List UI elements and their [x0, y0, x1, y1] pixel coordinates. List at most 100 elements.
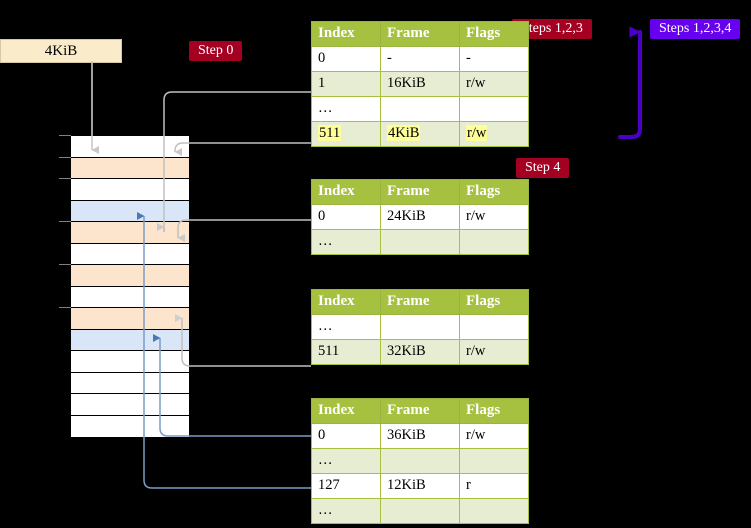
memory-row-tick — [59, 156, 71, 158]
highlighted-value: r/w — [466, 125, 488, 141]
memory-row — [71, 372, 189, 394]
column-header-index: Index — [311, 289, 381, 315]
column-header-flags: Flags — [459, 21, 529, 47]
column-header-flags: Flags — [459, 398, 529, 424]
memory-row — [71, 415, 189, 437]
table-row: … — [311, 448, 529, 474]
memory-row-tick — [59, 264, 71, 265]
cell-flags: r/w — [459, 121, 529, 147]
cell-index: … — [311, 314, 381, 340]
cell-frame — [380, 96, 460, 122]
bracket-steps-1-2-3-4 — [618, 26, 642, 139]
connector-pdpt-row0 — [177, 219, 311, 242]
column-header-frame: Frame — [380, 398, 460, 424]
table-row: … — [311, 314, 529, 340]
column-header-frame: Frame — [380, 289, 460, 315]
badge-steps-1-2-3-4: Steps 1,2,3,4 — [650, 19, 741, 39]
table-row: … — [311, 229, 529, 255]
cell-index: 127 — [311, 473, 381, 499]
badge-step-0-label: Step 0 — [198, 43, 234, 58]
memory-row-tick — [59, 307, 71, 308]
memory-row-tick — [59, 135, 71, 136]
cell-index: 0 — [311, 204, 381, 230]
cell-index: 1 — [311, 71, 381, 97]
memory-row — [59, 221, 189, 244]
cell-frame — [380, 229, 460, 255]
table-row: … — [311, 96, 529, 122]
kib-box-label: 4KiB — [44, 42, 78, 59]
table-row: 511 4KiB r/w — [311, 121, 529, 147]
badge-step-4-label: Step 4 — [525, 160, 561, 175]
cell-index: 511 — [311, 121, 381, 147]
connector-pd-row511 — [175, 314, 311, 367]
cell-index: … — [311, 448, 381, 474]
cell-frame: 24KiB — [380, 204, 460, 230]
memory-row — [59, 307, 189, 330]
highlighted-value: 4KiB — [387, 125, 421, 141]
memory-row — [71, 351, 189, 373]
badge-step-0: Step 0 — [189, 41, 243, 61]
table-row: … — [311, 498, 529, 524]
cell-frame: 32KiB — [380, 339, 460, 365]
cell-flags: r/w — [459, 423, 529, 449]
column-header-index: Index — [311, 179, 381, 205]
cell-flags — [459, 314, 529, 340]
memory-row — [71, 286, 189, 308]
memory-row — [59, 135, 189, 158]
badge-step-4: Step 4 — [516, 158, 570, 178]
cell-flags — [459, 498, 529, 524]
cell-flags — [459, 448, 529, 474]
cell-flags: - — [459, 46, 529, 72]
cell-frame: 12KiB — [380, 473, 460, 499]
cell-index: … — [311, 229, 381, 255]
badge-steps-1-2-3-label: Steps 1,2,3 — [521, 21, 583, 36]
memory-grid — [59, 135, 190, 437]
cell-index: … — [311, 498, 381, 524]
cell-flags: r/w — [459, 204, 529, 230]
memory-row — [71, 329, 189, 351]
kib-box: 4KiB — [0, 39, 122, 63]
memory-row — [59, 178, 189, 201]
column-header-index: Index — [311, 21, 381, 47]
memory-row-tick — [59, 221, 71, 222]
cell-index: … — [311, 96, 381, 122]
cell-frame — [380, 448, 460, 474]
cell-flags: r/w — [459, 71, 529, 97]
cell-index: 511 — [311, 339, 381, 365]
connector-pml4-row511 — [174, 142, 311, 156]
cell-index: 0 — [311, 46, 381, 72]
cell-frame — [380, 498, 460, 524]
cell-frame: 4KiB — [380, 121, 460, 147]
cell-frame: 36KiB — [380, 423, 460, 449]
memory-row-tick — [59, 178, 71, 179]
memory-row — [59, 156, 189, 179]
cell-flags — [459, 96, 529, 122]
badge-steps-1-2-3: Steps 1,2,3 — [512, 19, 592, 39]
highlighted-value: 511 — [318, 125, 342, 141]
column-header-flags: Flags — [459, 179, 529, 205]
badge-steps-1-2-3-4-label: Steps 1,2,3,4 — [659, 21, 732, 36]
cell-flags: r — [459, 473, 529, 499]
column-header-frame: Frame — [380, 21, 460, 47]
table-row: 0-- — [311, 46, 529, 72]
cell-index: 0 — [311, 423, 381, 449]
column-header-flags: Flags — [459, 289, 529, 315]
memory-row — [71, 394, 189, 416]
cell-frame: 16KiB — [380, 71, 460, 97]
column-header-index: Index — [311, 398, 381, 424]
memory-row — [59, 264, 189, 287]
memory-row — [71, 243, 189, 265]
